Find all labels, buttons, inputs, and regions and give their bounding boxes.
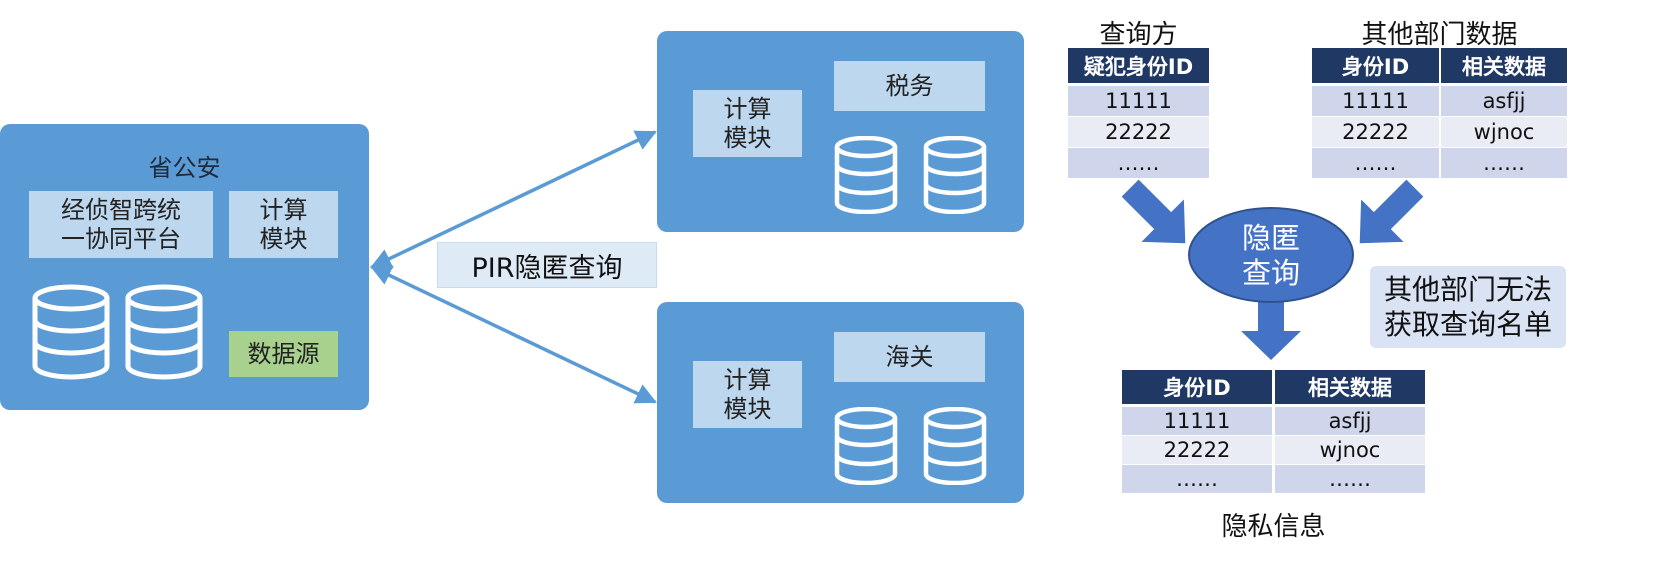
datasource-box: 数据源 [229, 331, 338, 377]
province-platform-box: 经侦智跨统 一协同平台 [29, 191, 213, 258]
table-cell: wjnoc [1275, 436, 1425, 464]
table-row: 22222 [1068, 117, 1209, 147]
table-cell: …… [1441, 148, 1567, 178]
table-cell: 11111 [1312, 86, 1439, 116]
query-table-title: 查询方 [1099, 20, 1178, 50]
table-cell: 22222 [1122, 436, 1272, 464]
result-table-header-data: 相关数据 [1275, 370, 1425, 404]
customs-compute-box: 计算 模块 [693, 361, 802, 428]
table-cell: 22222 [1312, 117, 1439, 147]
table-cell: 11111 [1122, 407, 1272, 435]
table-cell: asfjj [1441, 86, 1567, 116]
database-icon [31, 284, 111, 384]
database-icon [923, 406, 987, 489]
database-icon [923, 135, 987, 218]
database-icon [834, 135, 898, 218]
table-row: 11111 [1068, 86, 1209, 116]
customs-title-box: 海关 [834, 332, 985, 382]
tax-compute-box: 计算 模块 [693, 90, 802, 157]
province-compute-box: 计算 模块 [229, 191, 338, 258]
block-arrow-left-icon [1121, 179, 1186, 244]
result-table-title: 隐私信息 [1221, 512, 1326, 542]
database-icon [124, 284, 204, 384]
province-title: 省公安 [148, 154, 221, 182]
arrow-to-tax [370, 130, 657, 269]
table-cell: asfjj [1275, 407, 1425, 435]
table-cell: …… [1312, 148, 1439, 178]
table-row: …… [1068, 148, 1209, 178]
result-table-header-id: 身份ID [1122, 370, 1272, 404]
arrow-to-customs [370, 265, 657, 404]
query-table-header: 疑犯身份ID [1068, 48, 1209, 83]
tax-title-box: 税务 [834, 61, 985, 111]
table-cell: …… [1122, 465, 1272, 493]
block-arrow-down-icon [1241, 298, 1301, 360]
other-table-header-data: 相关数据 [1441, 48, 1567, 83]
block-arrow-right-icon [1359, 179, 1424, 244]
table-cell: …… [1275, 465, 1425, 493]
center-ellipse [1188, 207, 1354, 303]
center-label: 隐匿 查询 [1241, 221, 1300, 290]
table-cell: wjnoc [1441, 117, 1567, 147]
other-table-title: 其他部门数据 [1361, 20, 1518, 50]
other-table-header-id: 身份ID [1312, 48, 1439, 83]
database-icon [834, 406, 898, 489]
privacy-note: 其他部门无法 获取查询名单 [1370, 266, 1566, 348]
